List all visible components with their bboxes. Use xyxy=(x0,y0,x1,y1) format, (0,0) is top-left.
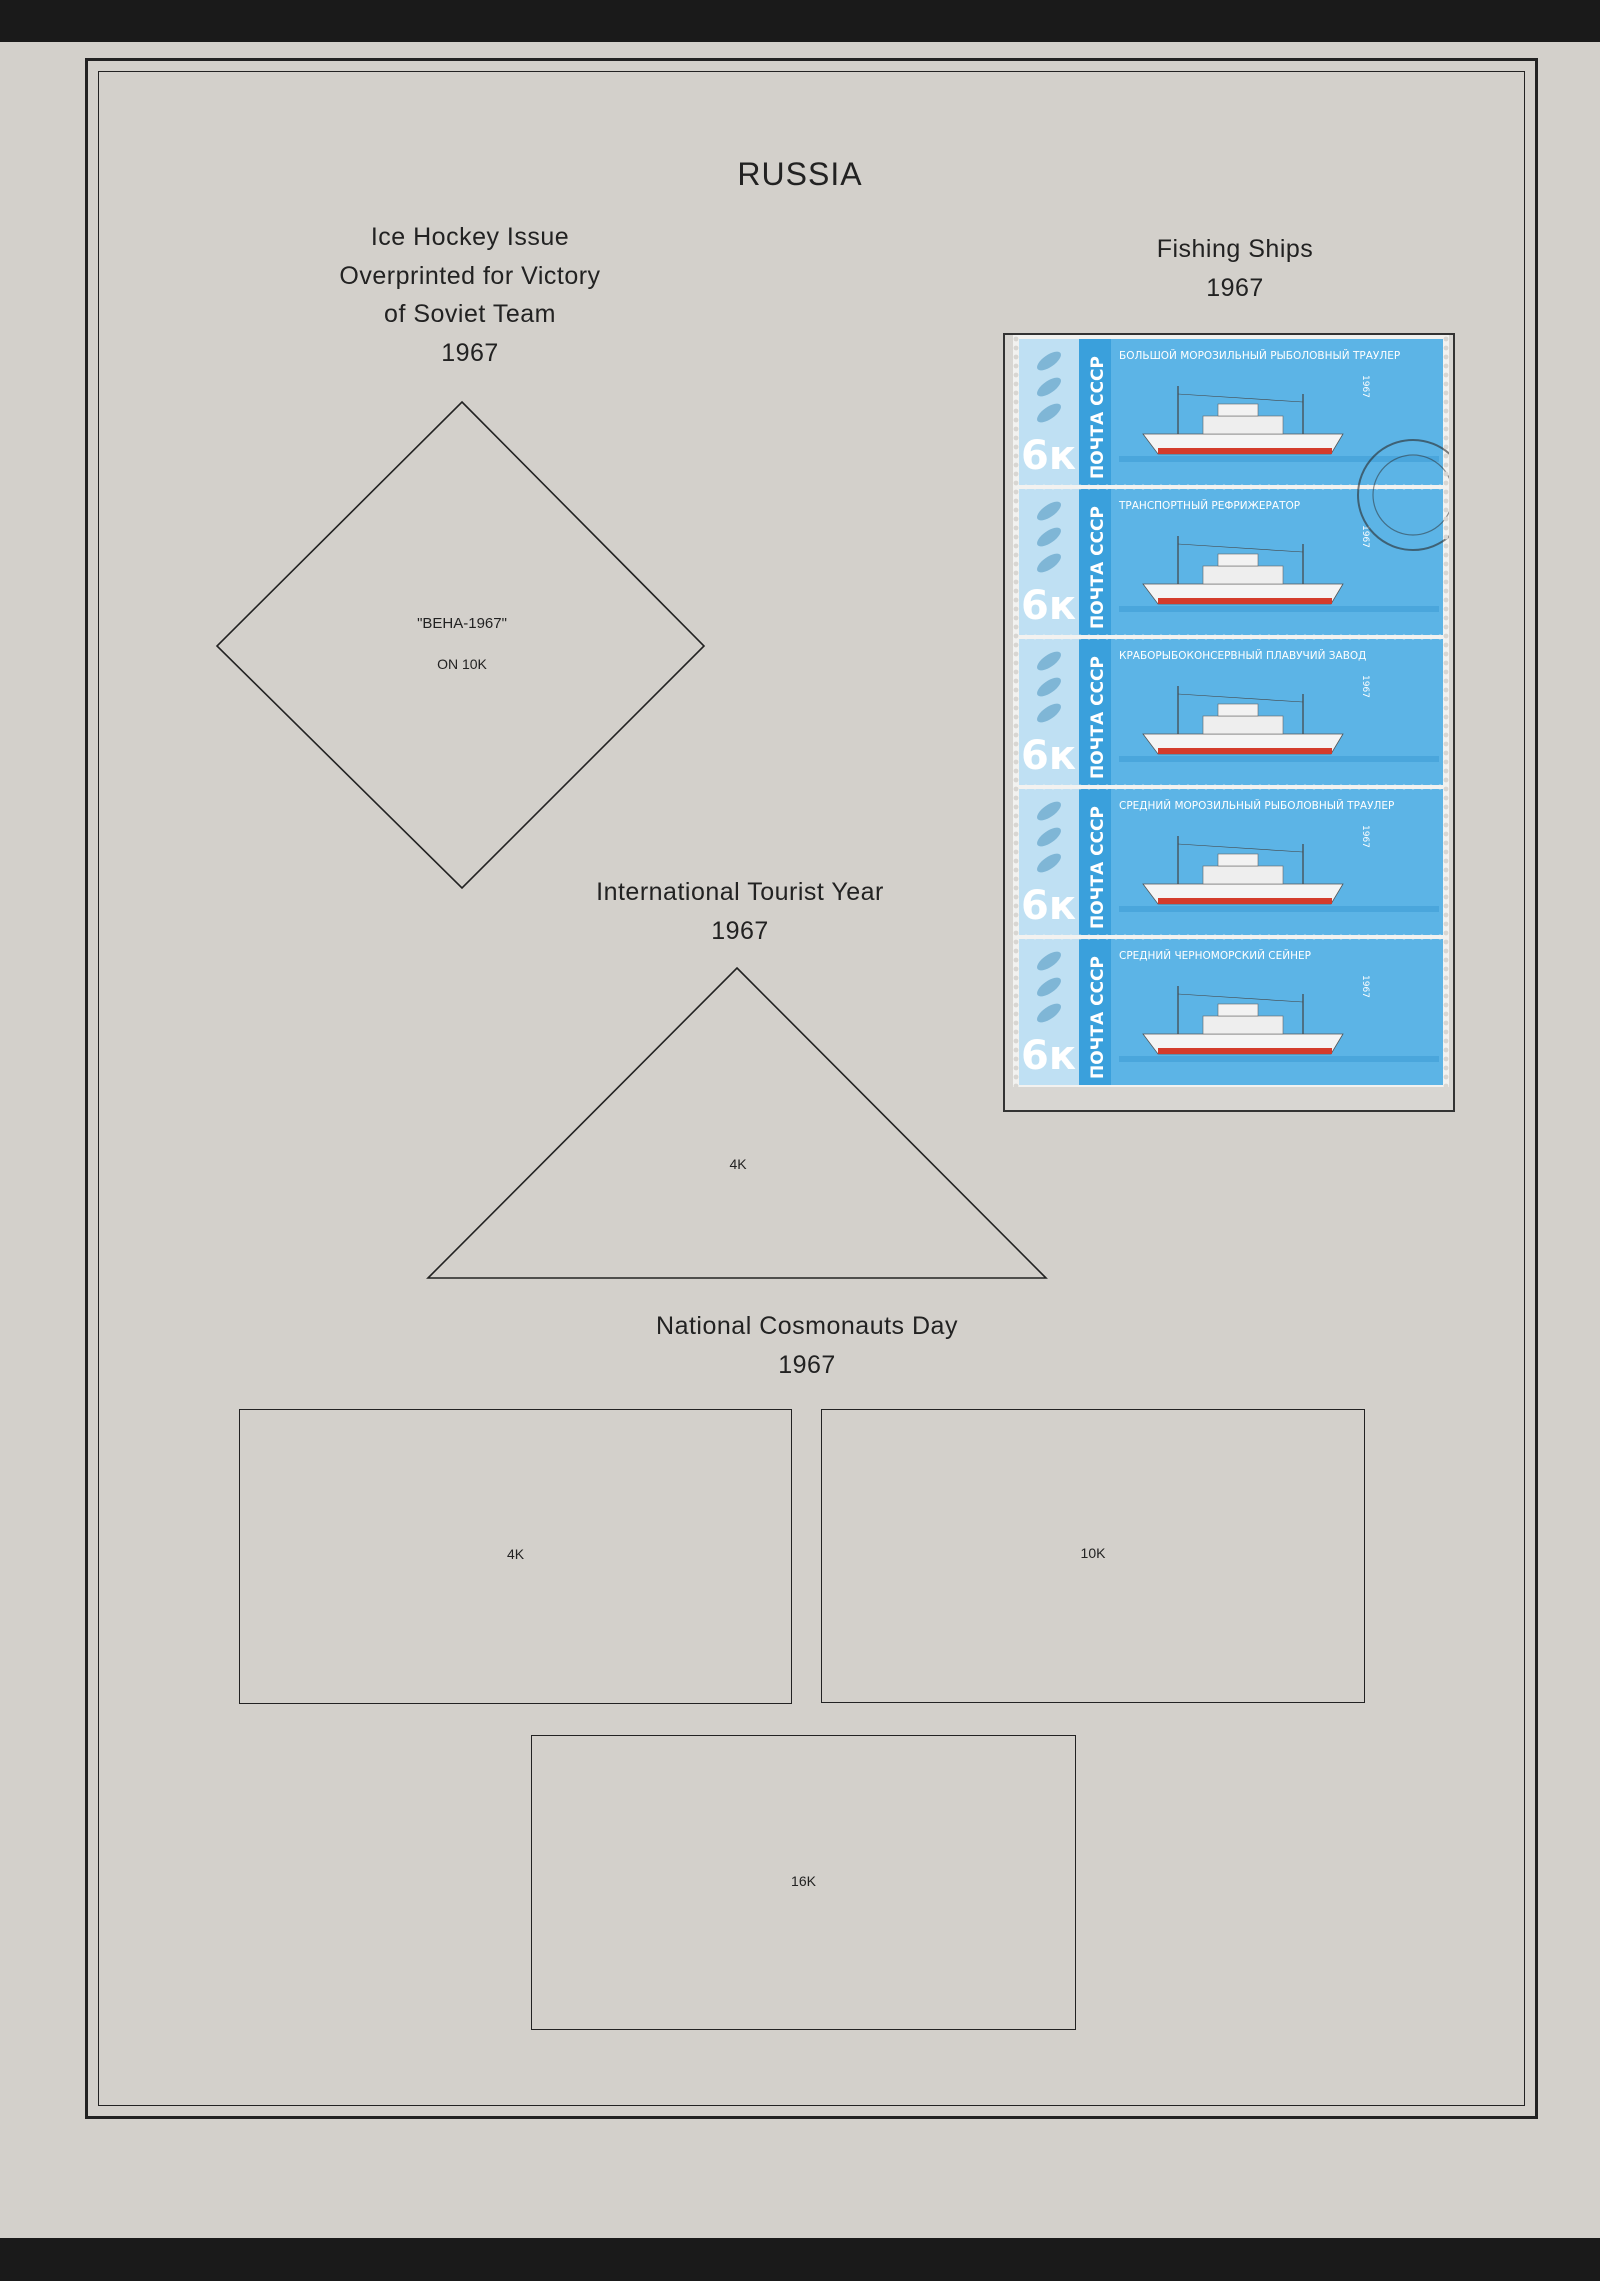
stamp-year: 1967 xyxy=(1360,825,1370,848)
stamp-caption: ТРАНСПОРТНЫЙ РЕФРИЖЕРАТОР xyxy=(1118,499,1300,512)
tourist-year-slot-denomination: 4K xyxy=(729,1156,747,1172)
fishing-ships-year: 1967 xyxy=(1206,274,1264,302)
ship-stamp: 6к ПОЧТА СССР СРЕДНИЙ МОРОЗИЛЬНЫЙ РЫБОЛОВН… xyxy=(1019,789,1443,935)
slot-denomination: 4K xyxy=(506,1546,525,1562)
cosmonauts-title: National Cosmonauts Day xyxy=(656,1312,958,1340)
stamp-country: ПОЧТА СССР xyxy=(1088,356,1108,479)
stamp-caption: БОЛЬШОЙ МОРОЗИЛЬНЫЙ РЫБОЛОВНЫЙ ТРАУЛЕР xyxy=(1119,349,1400,362)
stamp-country: ПОЧТА СССР xyxy=(1088,656,1108,779)
page-border-inner xyxy=(98,71,1525,2106)
ship-stamp: 6к ПОЧТА СССР СРЕДНИЙ ЧЕРНОМОРСКИЙ СЕЙНЕР 1… xyxy=(1019,939,1443,1085)
tourist-year-triangle-slot xyxy=(426,966,1048,1279)
ice-hockey-title-1: Ice Hockey Issue xyxy=(370,223,570,251)
stamp-value: 6к xyxy=(1021,583,1076,629)
stamp-country: ПОЧТА СССР xyxy=(1088,806,1108,929)
cosmonauts-slot-3: 16K xyxy=(531,1735,1076,2030)
ice-hockey-slot-label: "BEHA-1967" xyxy=(417,615,507,632)
stamp-value: 6к xyxy=(1021,733,1076,779)
stamp-year: 1967 xyxy=(1360,975,1370,998)
ice-hockey-title-2: Overprinted for Victory xyxy=(339,262,601,290)
ship-stamp: 6к ПОЧТА СССР КРАБОРЫБОКОНСЕРВНЫЙ ПЛАВУЧИЙ… xyxy=(1019,639,1443,785)
fishing-ships-title: Fishing Ships xyxy=(1156,235,1314,263)
ship-stamp: 6к ПОЧТА СССР БОЛЬШОЙ МОРОЗИЛЬНЫЙ РЫБОЛОВН… xyxy=(1019,339,1443,485)
stamp-value: 6к xyxy=(1021,1033,1076,1079)
stamp-value: 6к xyxy=(1021,883,1076,929)
stamp-year: 1967 xyxy=(1360,375,1370,398)
stamp-value: 6к xyxy=(1021,433,1076,479)
slot-denomination: 10K xyxy=(1080,1545,1106,1561)
cosmonauts-slot-2: 10K xyxy=(821,1409,1365,1703)
ice-hockey-title-3: of Soviet Team xyxy=(384,300,556,328)
stamp-caption: КРАБОРЫБОКОНСЕРВНЫЙ ПЛАВУЧИЙ ЗАВОД xyxy=(1119,649,1366,662)
stamp-caption: СРЕДНИЙ МОРОЗИЛЬНЫЙ РЫБОЛОВНЫЙ ТРАУЛЕР xyxy=(1119,799,1394,812)
tourist-year-year: 1967 xyxy=(711,917,769,945)
stamp-country: ПОЧТА СССР xyxy=(1088,956,1108,1079)
stamp-year: 1967 xyxy=(1360,525,1370,548)
ice-hockey-year: 1967 xyxy=(441,339,499,367)
ship-stamp: 6к ПОЧТА СССР ТРАНСПОРТНЫЙ РЕФРИЖЕРАТОР 196… xyxy=(1019,489,1443,635)
stamp-year: 1967 xyxy=(1360,675,1370,698)
postmark-icon xyxy=(1357,439,1449,551)
slot-denomination: 16K xyxy=(791,1873,816,1889)
stamp-country: ПОЧТА СССР xyxy=(1088,506,1108,629)
cosmonauts-year: 1967 xyxy=(778,1351,836,1379)
page-title: RUSSIA xyxy=(737,156,863,192)
cosmonauts-slot-1: 4K xyxy=(239,1409,792,1704)
ice-hockey-slot-denomination: ON 10K xyxy=(437,656,487,672)
tourist-year-title: International Tourist Year xyxy=(596,878,884,906)
ice-hockey-diamond-slot xyxy=(215,400,706,890)
stamp-caption: СРЕДНИЙ ЧЕРНОМОРСКИЙ СЕЙНЕР xyxy=(1119,949,1311,962)
page-border-outer xyxy=(85,58,1538,2119)
